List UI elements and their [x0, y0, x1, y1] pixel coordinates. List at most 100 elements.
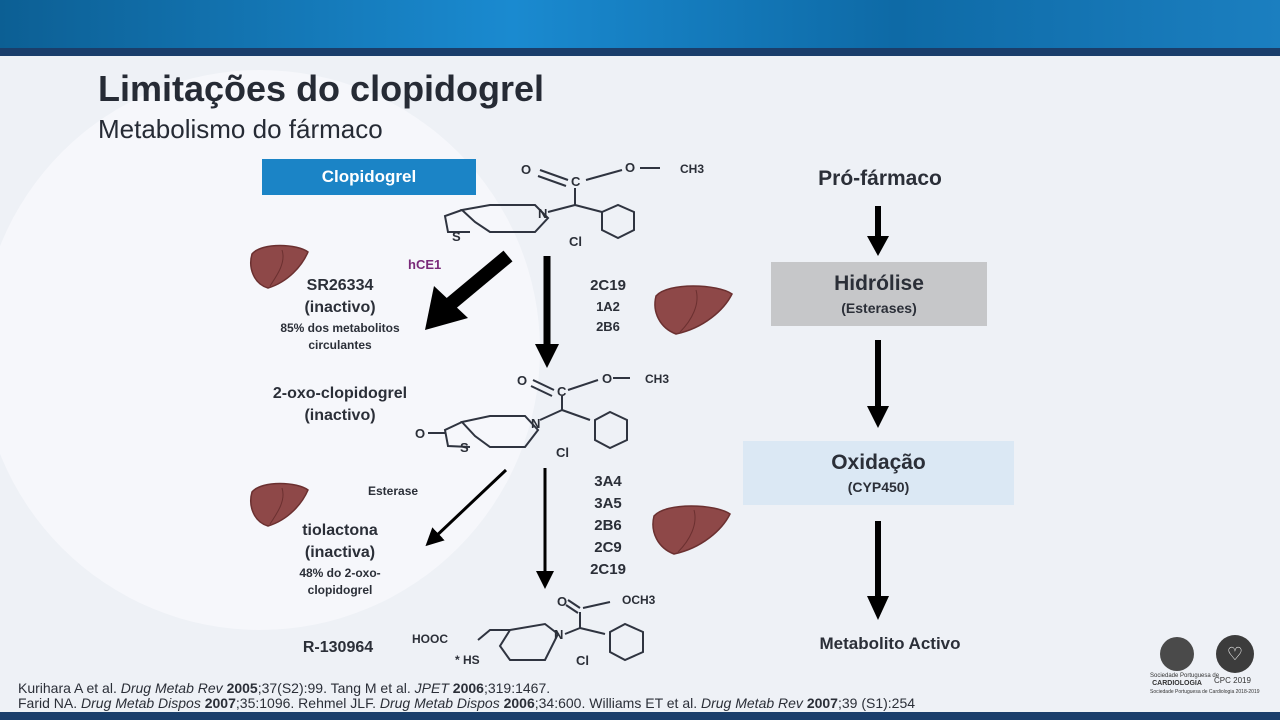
reference-segment: Drug Metab Dispos: [81, 695, 201, 711]
sr26334-note-2: circulantes: [308, 338, 372, 352]
2-oxo-clopidogrel-structure: [428, 377, 630, 450]
reference-segment: 2006: [503, 695, 535, 711]
arrow-to-2-oxo: [535, 256, 559, 368]
clopidogrel-box: Clopidogrel: [262, 159, 476, 195]
reference-segment: 2007: [806, 695, 838, 711]
atom-o: O: [557, 594, 568, 609]
atom-n: N: [538, 206, 548, 221]
active-metabolite-structure: [477, 599, 644, 662]
reference-segment: Drug Metab Rev: [120, 680, 223, 696]
enzyme-label: 3A4: [594, 473, 622, 490]
sr26334-block: SR26334 (inactivo) 85% dos metabolitos c…: [240, 277, 440, 352]
atom-och3: OCH3: [622, 593, 656, 607]
atom-cl: Cl: [556, 445, 569, 460]
atom-s: S: [460, 440, 469, 455]
sr26334-note-1: 85% dos metabolitos: [280, 321, 400, 335]
reference-line-1: Kurihara A et al. Drug Metab Rev 2005;37…: [18, 680, 550, 696]
spc-logo-name: CARDIOLOGIA: [1152, 680, 1202, 687]
reference-segment: 2005: [226, 680, 258, 696]
2-oxo-state: (inactivo): [304, 407, 376, 424]
reference-segment: ;35:1096. Rehmel JLF.: [235, 695, 380, 711]
reference-segment: ;37(S2):99. Tang M et al.: [257, 680, 415, 696]
atom-n: N: [554, 627, 564, 642]
enzymes-step1: 2C19 1A2 2B6: [570, 277, 646, 334]
reference-segment: Farid NA.: [18, 695, 82, 711]
hidrolise-title: Hidrólise: [834, 272, 924, 295]
footer-stripe: [0, 712, 1280, 720]
atom-hooc: HOOC: [412, 632, 448, 646]
enzyme-label: 2B6: [594, 517, 622, 534]
atom-cl: Cl: [569, 234, 582, 249]
atom-s: S: [452, 229, 461, 244]
header-stripe: [0, 48, 1280, 56]
atom-c: C: [557, 384, 567, 399]
atom-hs: * HS: [455, 653, 480, 667]
liver-icon: [654, 285, 733, 335]
atom-c: C: [571, 174, 581, 189]
atom-n: N: [531, 416, 541, 431]
liver-icon: [250, 482, 309, 527]
reference-segment: ;39 (S1):254: [837, 695, 916, 711]
arrow-to-sr26334: [425, 250, 513, 330]
oxidacao-title: Oxidação: [831, 451, 926, 474]
enzyme-label: 2C19: [590, 277, 626, 294]
sr26334-name: SR26334: [306, 277, 374, 294]
reference-line-2: Farid NA. Drug Metab Dispos 2007;35:1096…: [18, 695, 915, 711]
tiolactona-note-1: 48% do 2-oxo-: [299, 566, 381, 580]
enzyme-label: 2B6: [596, 319, 620, 334]
2-oxo-block: 2-oxo-clopidogrel (inactivo): [240, 385, 440, 425]
reference-segment: 2007: [204, 695, 236, 711]
enzymes-step2: 3A4 3A5 2B6 2C9 2C19: [570, 471, 646, 581]
spc-logo-org: Sociedade Portuguesa de: [1150, 673, 1220, 679]
oxidacao-box: Oxidação (CYP450): [743, 441, 1014, 505]
atom-o: O: [517, 373, 528, 388]
atom-o: O: [415, 426, 426, 441]
2-oxo-name: 2-oxo-clopidogrel: [272, 385, 408, 402]
atom-ch3: CH3: [645, 372, 670, 386]
liver-icon: [250, 244, 309, 289]
arrow-pro-to-hidrolise: [867, 206, 889, 256]
metabolito-activo-label: Metabolito Activo: [819, 634, 961, 653]
esterase-label: Esterase: [368, 484, 419, 498]
reference-segment: ;319:1467.: [483, 680, 551, 696]
atom-cl: Cl: [576, 653, 589, 668]
enzyme-label: 3A5: [594, 495, 622, 512]
clopidogrel-structure: [443, 167, 660, 240]
reference-segment: JPET: [414, 680, 449, 696]
tiolactona-note-2: clopidogrel: [307, 583, 373, 597]
atom-o: O: [625, 160, 636, 175]
atom-o: O: [602, 371, 613, 386]
reference-segment: ;34:600. Williams ET et al.: [534, 695, 701, 711]
arrow-to-tiolactona: [425, 468, 508, 547]
slide-title: Limitações do clopidogrel: [98, 68, 545, 109]
reference-segment: Drug Metab Rev: [701, 695, 803, 711]
liver-icon: [652, 505, 731, 555]
sr26334-state: (inactivo): [304, 299, 376, 316]
atom-ch3: CH3: [680, 162, 705, 176]
reference-segment: Kurihara A et al.: [18, 680, 121, 696]
hidrolise-subtitle: (Esterases): [841, 300, 917, 316]
arrow-oxidacao-to-metabolito: [867, 521, 889, 620]
arrow-hidrolise-to-oxidacao: [867, 340, 889, 428]
enzyme-label: 1A2: [596, 299, 620, 314]
r130964-label: R-130964: [302, 639, 374, 656]
tiolactona-block: tiolactona (inactiva) 48% do 2-oxo- clop…: [240, 522, 440, 597]
spc-logo: [1160, 637, 1194, 671]
oxidacao-subtitle: (CYP450): [847, 479, 910, 495]
reference-segment: Drug Metab Dispos: [379, 695, 500, 711]
enzyme-hce1-label: hCE1: [408, 257, 442, 272]
hidrolise-box: Hidrólise (Esterases): [771, 262, 987, 326]
cpc-heart-logo: ♡: [1216, 635, 1254, 673]
slide-subtitle: Metabolismo do fármaco: [98, 114, 383, 144]
reference-segment: 2006: [452, 680, 484, 696]
pro-farmaco-label: Pró-fármaco: [818, 167, 942, 190]
atom-o: O: [521, 162, 532, 177]
cpc-logo-text: CPC 2019: [1214, 676, 1251, 685]
tiolactona-state: (inactiva): [304, 544, 376, 561]
tiolactona-name: tiolactona: [302, 522, 378, 539]
header-banner: [0, 0, 1280, 56]
enzyme-label: 2C9: [594, 539, 622, 556]
enzyme-label: 2C19: [590, 561, 626, 578]
spc-logo-footer: Sociedade Portuguesa de Cardiologia 2018…: [1150, 689, 1260, 695]
